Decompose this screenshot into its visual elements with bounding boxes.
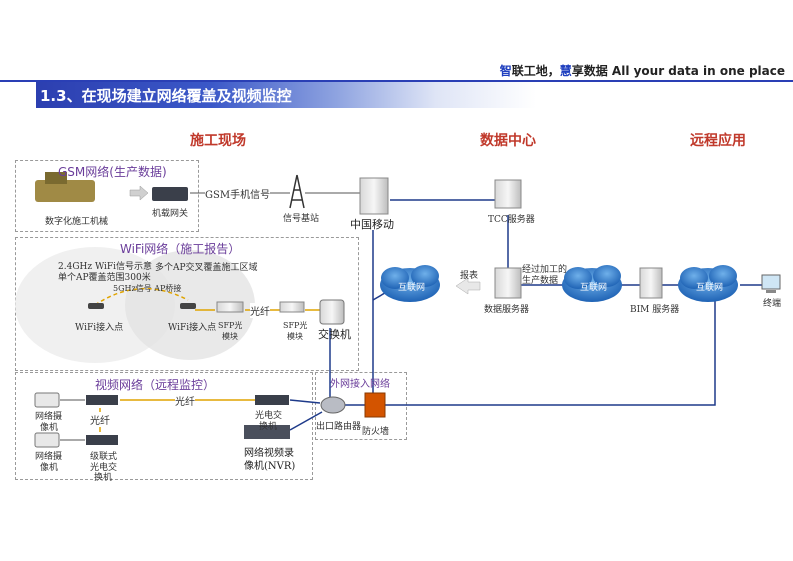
video-group-box — [15, 372, 313, 480]
router-icon — [320, 396, 346, 414]
converter3-icon — [255, 395, 289, 405]
sfp2-icon — [279, 301, 305, 313]
external-group-box — [315, 372, 407, 440]
video-fiber-top: 光纤 — [175, 393, 195, 408]
wifi-group-label: WiFi网络（施工报告） — [120, 242, 241, 256]
line-firewall-remote — [385, 300, 716, 406]
processed-label-b: 生产数据 — [522, 276, 559, 286]
converter-label-a: 光电交 — [255, 411, 283, 421]
sfp1-icon — [216, 301, 244, 313]
bridge-arc — [94, 287, 189, 306]
header-rule — [0, 80, 793, 82]
cam2-icon — [34, 432, 60, 448]
terminal-icon — [761, 274, 781, 290]
line-converter-router — [289, 399, 321, 404]
line-nvr-router — [289, 411, 323, 431]
cam2-label-b: 像机 — [40, 463, 59, 473]
machine-icon — [35, 180, 95, 202]
sfp2-label-a: SFP光 — [283, 321, 308, 330]
report-label: 报表 — [460, 271, 479, 281]
slogan: 智联工地，慧享数据 All your data in one place — [500, 62, 785, 79]
nvr-icon — [244, 425, 290, 439]
cam2-label-a: 网络摄 — [35, 452, 63, 462]
data-server-label: 数据服务器 — [484, 305, 530, 315]
nvr-label-a: 网络视频录 — [244, 448, 294, 459]
title-bar — [36, 82, 536, 108]
switch-label: 交换机 — [318, 328, 351, 341]
cascade-label-b: 光电交 — [90, 463, 118, 473]
cloud-dc — [562, 265, 622, 302]
internet-label-1: 互联网 — [398, 283, 426, 293]
tcc-server-icon — [494, 179, 522, 209]
terminal-label: 终端 — [763, 299, 782, 309]
slogan-c3: 慧 — [559, 64, 572, 78]
converter2-icon — [86, 435, 118, 445]
machine-icon-cab — [45, 172, 67, 184]
slogan-c4: 享数据 All your data in one place — [571, 64, 785, 78]
sfp1-label-a: SFP光 — [218, 321, 243, 330]
wifi-fiber-label: 光纤 — [250, 303, 270, 318]
cloud-site — [380, 265, 440, 302]
sfp2-label-b: 模块 — [287, 332, 303, 341]
machine-label: 数字化施工机械 — [45, 217, 109, 227]
gsm-arrow — [129, 185, 149, 201]
video-fiber-left: 光纤 — [90, 412, 110, 427]
data-server-icon — [494, 267, 522, 299]
tower-icon — [289, 174, 305, 209]
mobile-building-icon — [359, 177, 389, 215]
base-station-label: 信号基站 — [283, 214, 320, 224]
section-datacenter: 数据中心 — [480, 133, 536, 149]
ap1-label: WiFi接入点 — [75, 323, 124, 333]
gateway-icon — [152, 187, 188, 201]
cascade-label-a: 级联式 — [90, 452, 118, 462]
cam1-icon — [34, 392, 60, 408]
gateway-label: 机载网关 — [152, 209, 189, 219]
wifi-note3: 多个AP交叉覆盖施工区域 — [155, 263, 258, 273]
external-group-label: 外网接入网络 — [330, 379, 390, 390]
router-label: 出口路由器 — [316, 422, 362, 432]
gsm-group-box — [15, 160, 199, 232]
slogan-c2: 联工地， — [511, 64, 560, 78]
mobile-label: 中国移动 — [350, 218, 394, 231]
internet-label-3: 互联网 — [696, 283, 724, 293]
bim-label: BIM 服务器 — [630, 305, 680, 315]
ap2-label: WiFi接入点 — [168, 323, 217, 333]
slogan-c1: 智 — [499, 64, 512, 78]
sfp1-label-b: 模块 — [222, 332, 238, 341]
report-arrow — [455, 277, 481, 295]
video-group-label: 视频网络（远程监控） — [95, 378, 216, 392]
processed-label-a: 经过加工的 — [522, 265, 568, 275]
page-title: 1.3、在现场建立网络覆盖及视频监控 — [40, 87, 292, 105]
tcc-label: TCC服务器 — [488, 215, 535, 225]
ap2-icon — [180, 303, 196, 309]
bridge-label: 5GHz信号 AP桥接 — [113, 284, 182, 293]
cam1-label-a: 网络摄 — [35, 412, 63, 422]
gsm-group-label: GSM网络(生产数据) — [58, 165, 167, 179]
cloud-remote — [678, 265, 738, 302]
cascade-label-c: 换机 — [94, 473, 113, 483]
bim-server-icon — [639, 267, 663, 299]
gsm-signal-label: GSM手机信号 — [205, 186, 271, 201]
section-site: 施工现场 — [190, 133, 246, 149]
nvr-label-b: 像机(NVR) — [244, 461, 296, 472]
ap1-icon — [88, 303, 104, 309]
firewall-icon — [364, 392, 386, 418]
internet-label-2: 互联网 — [580, 283, 608, 293]
switch-icon — [319, 299, 345, 325]
section-remote: 远程应用 — [690, 133, 746, 149]
converter1-icon — [86, 395, 118, 405]
converter-label-b: 换机 — [259, 422, 278, 432]
wifi-note1: 2.4GHz WiFi信号示意 — [58, 262, 153, 272]
wifi-note2: 单个AP覆盖范围300米 — [58, 273, 151, 283]
firewall-label: 防火墙 — [362, 427, 390, 437]
cam1-label-b: 像机 — [40, 423, 59, 433]
